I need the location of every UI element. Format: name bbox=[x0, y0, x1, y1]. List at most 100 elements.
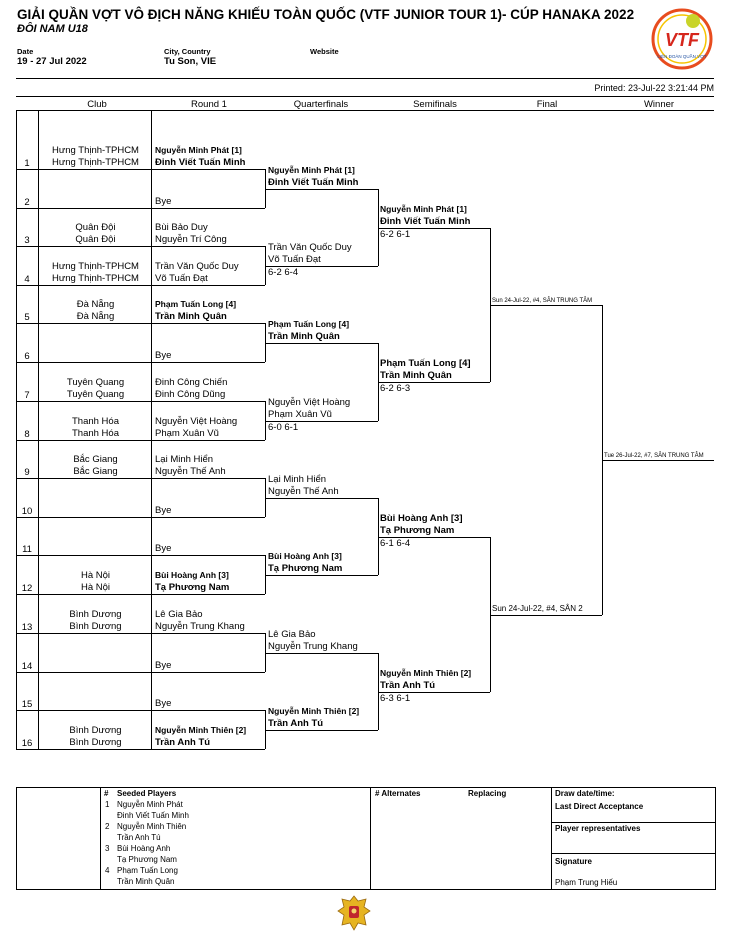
r1-player-2: Bye bbox=[155, 697, 172, 709]
club-line-2: Bắc Giang bbox=[73, 465, 118, 477]
club-line-1: Tuyên Quang bbox=[66, 377, 125, 388]
draw-position: 13 bbox=[21, 622, 33, 633]
sf-score: 6-1 6-4 bbox=[380, 538, 411, 549]
sf-player-2: Trần Anh Tú bbox=[380, 679, 436, 691]
club-line-2: Hưng Thịnh-TPHCM bbox=[52, 156, 139, 168]
qf-player-1: Nguyễn Minh Thiên [2] bbox=[268, 706, 360, 716]
draw-position: 10 bbox=[21, 506, 33, 517]
sf-player-1: Phạm Tuấn Long [4] bbox=[380, 358, 471, 369]
club-line-1: Bắc Giang bbox=[73, 454, 118, 465]
club-line-2: Bình Dương bbox=[69, 736, 122, 748]
club-line-2: Tuyên Quang bbox=[66, 388, 125, 400]
draw-position: 6 bbox=[24, 351, 30, 362]
club-line-2: Hà Nội bbox=[80, 581, 111, 593]
club-line-1: Hưng Thịnh-TPHCM bbox=[52, 261, 139, 272]
club-line-2: Bình Dương bbox=[69, 620, 122, 632]
r1-player-1: Bùi Hoàng Anh [3] bbox=[155, 570, 229, 580]
draw-position: 12 bbox=[21, 583, 33, 594]
printed-timestamp: Printed: 23-Jul-22 3:21:44 PM bbox=[594, 83, 714, 93]
sf-player-2: Tạ Phương Nam bbox=[380, 524, 455, 536]
qf-player-2: Phạm Xuân Vũ bbox=[268, 408, 332, 420]
r1-player-2: Phạm Xuân Vũ bbox=[155, 427, 219, 439]
final-1-schedule: Sun 24-Jul-22, #4, SÂN TRUNG TÂM bbox=[492, 298, 593, 304]
col-final: Final bbox=[536, 99, 558, 110]
seed-number: 1 bbox=[105, 800, 110, 809]
club-line-1: Hưng Thịnh-TPHCM bbox=[52, 145, 139, 156]
qf-score: 6-2 6-4 bbox=[268, 267, 299, 278]
qf-player-2: Võ Tuấn Đạt bbox=[268, 253, 321, 265]
last-direct-label: Last Direct Acceptance bbox=[555, 802, 644, 811]
qf-player-2: Nguyễn Trung Khang bbox=[268, 640, 358, 652]
r1-player-1: Trần Văn Quốc Duy bbox=[155, 261, 239, 272]
club-line-2: Thanh Hóa bbox=[71, 427, 119, 439]
draw-position: 8 bbox=[24, 429, 30, 440]
r1-player-1: Nguyễn Minh Thiên [2] bbox=[155, 725, 247, 735]
r1-player-2: Bye bbox=[155, 195, 172, 207]
winner-schedule: Tue 26-Jul-22, #7, SÂN TRUNG TÂM bbox=[604, 453, 704, 459]
r1-player-1: Nguyễn Minh Phát [1] bbox=[155, 145, 242, 155]
club-line-1: Đà Nẵng bbox=[76, 299, 115, 310]
sf-player-1: Nguyễn Minh Phát [1] bbox=[380, 204, 467, 214]
logo-subtext: LIÊN ĐOÀN QUẦN VỢT bbox=[657, 52, 707, 59]
r1-player-2: Trần Minh Quân bbox=[155, 310, 227, 322]
qf-player-2: Tạ Phương Nam bbox=[268, 562, 343, 574]
club-line-1: Bình Dương bbox=[69, 725, 122, 736]
seed-number: 4 bbox=[105, 866, 110, 875]
qf-score: 6-0 6-1 bbox=[268, 422, 299, 433]
club-line-2: Quân Đội bbox=[75, 233, 116, 245]
r1-player-2: Nguyễn Trung Khang bbox=[155, 620, 245, 632]
draw-position: 3 bbox=[24, 235, 30, 246]
draw-position: 4 bbox=[24, 274, 30, 285]
sf-score: 6-3 6-1 bbox=[380, 693, 411, 704]
qf-player-1: Phạm Tuấn Long [4] bbox=[268, 319, 350, 329]
r1-player-2: Bye bbox=[155, 349, 172, 361]
draw-position: 5 bbox=[24, 312, 30, 323]
draw-position: 16 bbox=[21, 738, 33, 749]
r1-player-2: Võ Tuấn Đạt bbox=[155, 272, 208, 284]
qf-player-1: Lại Minh Hiển bbox=[268, 474, 327, 485]
club-line-1: Bình Dương bbox=[69, 609, 122, 620]
seed-player-1: Bùi Hoàng Anh bbox=[117, 844, 171, 853]
draw-position: 14 bbox=[21, 661, 33, 672]
r1-player-1: Đinh Công Chiến bbox=[155, 377, 228, 388]
draw-position: 7 bbox=[24, 390, 30, 401]
r1-player-2: Bye bbox=[155, 542, 172, 554]
sf-player-2: Đinh Viết Tuấn Minh bbox=[380, 215, 471, 227]
seed-player-2: Trần Anh Tú bbox=[117, 833, 161, 842]
col-semifinals: Semifinals bbox=[413, 99, 457, 110]
club-line-1: Quân Đội bbox=[75, 222, 116, 233]
r1-player-2: Tạ Phương Nam bbox=[155, 581, 230, 593]
website-label: Website bbox=[310, 47, 339, 56]
alternates-title: # Alternates bbox=[375, 789, 421, 798]
club-line-2: Đà Nẵng bbox=[76, 310, 115, 322]
event-name: ĐÔI NAM U18 bbox=[17, 23, 88, 35]
qf-player-1: Lê Gia Bảo bbox=[268, 629, 316, 640]
player-reps-label: Player representatives bbox=[555, 824, 641, 833]
seed-player-2: Đinh Viết Tuấn Minh bbox=[117, 811, 189, 820]
r1-player-2: Đinh Công Dũng bbox=[155, 388, 226, 400]
r1-player-2: Bye bbox=[155, 659, 172, 671]
seed-player-2: Trần Minh Quân bbox=[117, 877, 175, 886]
qf-player-1: Nguyễn Minh Phát [1] bbox=[268, 165, 355, 175]
seeded-title: Seeded Players bbox=[117, 789, 177, 798]
logo-text: VTF bbox=[665, 30, 700, 50]
draw-position: 15 bbox=[21, 699, 33, 710]
draw-position: 1 bbox=[24, 158, 30, 169]
club-line-1: Hà Nội bbox=[80, 570, 111, 581]
signature-label: Signature bbox=[555, 857, 592, 866]
seed-number: 3 bbox=[105, 844, 110, 853]
qf-player-1: Bùi Hoàng Anh [3] bbox=[268, 551, 342, 561]
col-quarterfinals: Quarterfinals bbox=[293, 99, 349, 110]
seed-player-1: Phạm Tuấn Long bbox=[117, 866, 178, 875]
r1-player-2: Bye bbox=[155, 504, 172, 516]
seed-player-1: Nguyễn Minh Phát bbox=[117, 800, 183, 809]
seed-player-2: Tạ Phương Nam bbox=[117, 855, 177, 864]
sf-score: 6-2 6-1 bbox=[380, 229, 411, 240]
sf-player-2: Trần Minh Quân bbox=[380, 369, 452, 381]
qf-player-1: Trần Văn Quốc Duy bbox=[268, 242, 352, 253]
draw-position: 2 bbox=[24, 197, 30, 208]
r1-player-2: Nguyễn Trí Công bbox=[155, 233, 227, 245]
date-label: Date bbox=[17, 47, 34, 56]
seed-player-1: Nguyễn Minh Thiên bbox=[117, 822, 187, 831]
seeded-hash: # bbox=[104, 789, 109, 798]
